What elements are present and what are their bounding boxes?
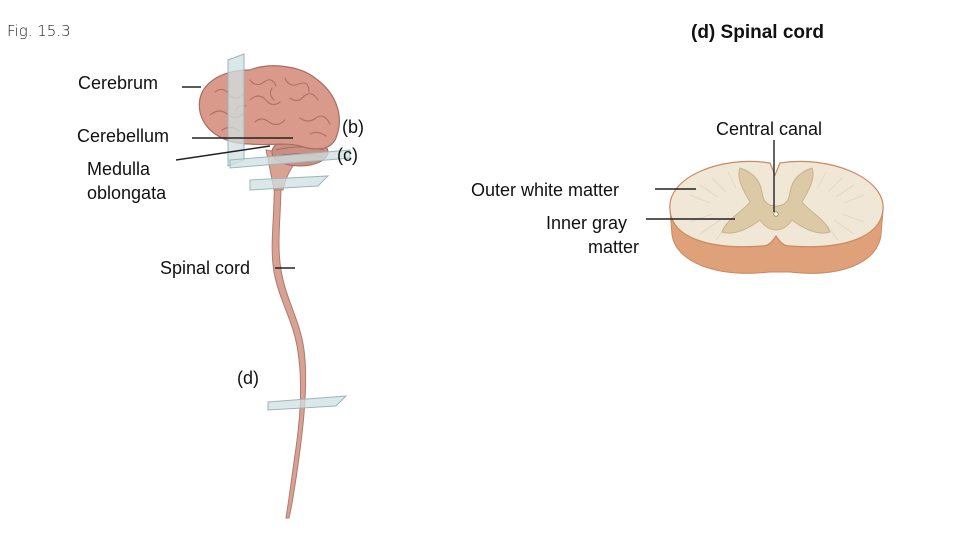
central-canal-shape [773,211,779,217]
panel-title: (d) Spinal cord [691,22,824,44]
cerebrum-shape [198,65,340,150]
spinal-cord-cross-section [669,160,884,274]
label-medulla-line1: Medulla [87,159,151,179]
label-plane-c: (c) [337,145,358,165]
label-cerebellum: Cerebellum [77,126,170,146]
label-inner-gray-line1: Inner gray [546,213,628,233]
plane-medulla [249,175,330,191]
label-central-canal: Central canal [716,119,823,139]
label-inner-gray-line2: matter [588,237,640,257]
label-cerebrum: Cerebrum [78,73,159,93]
plane-b [227,53,245,167]
spinal-cord-shape [271,171,307,519]
white-matter [669,160,884,248]
panel-title-letter: (d) [691,22,716,43]
label-medulla-line2: oblongata [87,183,167,203]
plane-c [229,149,351,169]
figure-number: Fig. 15.3 [7,22,71,40]
leader-medulla [175,145,271,161]
gray-matter [721,167,831,234]
label-spinal-cord: Spinal cord [160,258,251,278]
label-plane-d: (d) [237,368,259,388]
leader-lines-left [175,86,295,269]
plane-d [267,395,348,411]
leader-lines-right [646,140,775,220]
label-outer-white-matter: Outer white matter [471,180,620,200]
label-plane-b: (b) [342,117,364,137]
panel-title-text: Spinal cord [720,22,825,43]
